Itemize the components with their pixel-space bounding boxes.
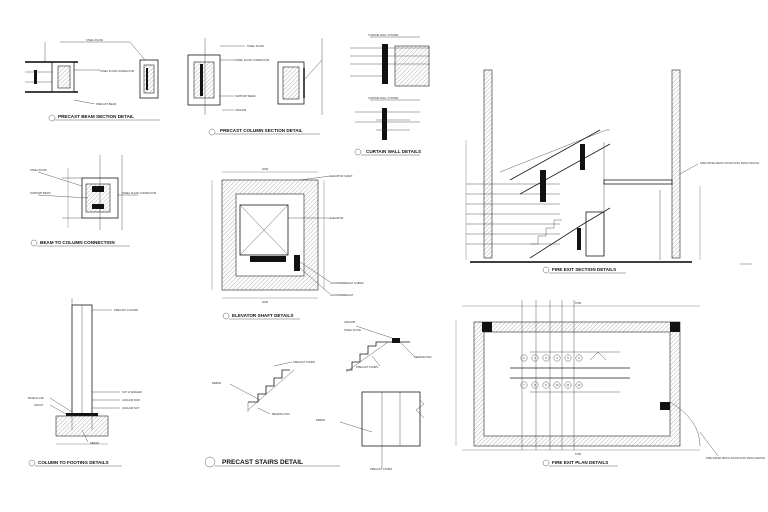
note-stairs-pad: BEARING PAD	[414, 355, 432, 359]
title-fire-exit-plan: FIRE EXIT PLAN DETAILS	[552, 460, 608, 465]
fire-plan-step-numbers: 1 2 3 4 5 6 7 8 9 10 11 12	[520, 354, 583, 389]
step-number: 7	[523, 383, 525, 387]
step-marker: 6	[575, 354, 583, 362]
note-bearing-pad: BEARING PAD	[272, 412, 290, 416]
beam-to-column-connection: STEEL PLATE SUPPORT BEAM STEEL PLATE CON…	[30, 155, 156, 247]
note-elevator-shaft: ELEVATOR SHAFT	[330, 174, 353, 178]
note-b2c-connector: STEEL PLATE CONNECTOR	[122, 191, 156, 195]
dim-elevator-bottom: 2000	[262, 300, 269, 304]
note-anchor-nut: ANCHOR NUT	[122, 406, 140, 410]
note-support-beam: SUPPORT BEAM	[235, 94, 256, 98]
note-precast-stairs-3: PRECAST STAIRS	[370, 467, 392, 471]
title-column-to-footing: COLUMN TO FOOTING DETAILS	[38, 460, 109, 465]
note-column-steel-plate: STEEL PLATE	[247, 44, 264, 48]
step-number: 3	[545, 356, 547, 360]
note-stairs-rebar-2: REBAR	[316, 418, 325, 422]
note-counterweight: COUNTERWEIGHT	[330, 293, 354, 297]
title-beam-to-column: BEAM TO COLUMN CONNECTION	[40, 240, 115, 245]
step-number: 10	[555, 383, 559, 387]
step-number: 4	[556, 356, 558, 360]
note-fire-door-plan: FIRE RATED METAL DOOR WITH PANIC DEVICE	[706, 456, 765, 460]
note-elevator: ELEVATOR	[330, 216, 344, 220]
title-fire-exit-section: FIRE EXIT SECTION DETAILS	[552, 267, 616, 272]
title-curtain-wall: CURTAIN WALL DETAILS	[366, 149, 421, 154]
note-b2c-plate: STEEL PLATE	[30, 168, 47, 172]
note-precast-stairs-1: PRECAST STAIRS	[293, 360, 315, 364]
title-precast-column-section: PRECAST COLUMN SECTION DETAIL	[220, 128, 303, 133]
precast-beam-section-detail: STEEL PLATE STEEL PLATE CONNECTOR PRECAS…	[25, 38, 160, 122]
step-marker: 4	[553, 354, 561, 362]
step-number: 5	[567, 356, 569, 360]
title-precast-stairs: PRECAST STAIRS DETAIL	[222, 459, 303, 466]
step-marker: 9	[542, 381, 550, 389]
step-marker: 5	[564, 354, 572, 362]
step-number: 8	[534, 383, 536, 387]
note-precast-column: PRECAST COLUMN	[114, 308, 138, 312]
note-base-plate: BASE PLATE	[28, 396, 44, 400]
title-elevator-shaft: ELEVATOR SHAFT DETAILS	[232, 313, 293, 318]
note-rebar: REBAR	[90, 441, 99, 445]
note-curtain-top: CURTAIN WALL SYSTEM	[368, 33, 398, 37]
note-precast-beam: PRECAST BEAM	[96, 102, 116, 106]
note-steel-plate: STEEL PLATE	[86, 38, 103, 42]
dim-plan-bottom: 5750	[575, 452, 582, 456]
elevator-shaft-details: 2000 2000 ELEVATOR SHAFT ELEVATOR COUNTE…	[211, 167, 364, 320]
step-marker: 8	[531, 381, 539, 389]
note-steel-plate-connector: STEEL PLATE CONNECTOR	[100, 69, 134, 73]
note-precast-stairs-2: PRECAST STAIRS	[356, 365, 378, 369]
precast-stairs-detail: REBAR PRECAST STAIRS BEARING PAD ANCHOR …	[204, 320, 432, 471]
step-number: 1	[523, 356, 525, 360]
step-number: 2	[534, 356, 536, 360]
step-number: 12	[577, 383, 581, 387]
note-stairs-rebar: REBAR	[212, 381, 221, 385]
note-stairs-plate: STEEL PLATE	[344, 328, 361, 332]
fire-plan-run-lines	[521, 300, 575, 450]
step-number: 6	[578, 356, 580, 360]
step-marker: 12	[575, 381, 583, 389]
fire-exit-plan-details: 5750 5750 1 2 3 4 5 6 7 8	[455, 300, 765, 467]
note-grout: GROUT	[34, 403, 44, 407]
title-precast-beam-section: PRECAST BEAM SECTION DETAIL	[58, 114, 134, 119]
step-marker: 10	[553, 381, 561, 389]
step-marker: 7	[520, 381, 528, 389]
step-marker: 2	[531, 354, 539, 362]
note-b2c-support-beam: SUPPORT BEAM	[30, 191, 51, 195]
note-nut-washer: NUT & WASHER	[122, 390, 142, 394]
note-anchor: ANCHOR	[235, 108, 246, 112]
note-stairs-anchor: ANCHOR	[344, 320, 355, 324]
fire-exit-section-details: FIRE RATED METAL DOOR WITH PANIC DEVICE …	[465, 69, 759, 274]
note-anchor-rod: ANCHOR ROD	[122, 398, 140, 402]
precast-column-section-detail: STEEL PLATE STEEL PLATE CONNECTOR SUPPOR…	[187, 38, 323, 136]
note-column-connector: STEEL PLATE CONNECTOR	[235, 58, 269, 62]
step-marker: 3	[542, 354, 550, 362]
step-marker: 11	[564, 381, 572, 389]
note-counterweight-guides: COUNTERWEIGHT GUIDES	[330, 281, 364, 285]
dim-plan-top: 5750	[575, 301, 582, 305]
step-marker: 1	[520, 354, 528, 362]
column-to-footing-details: PRECAST COLUMN NUT & WASHER ANCHOR ROD A…	[28, 298, 142, 467]
step-number: 11	[567, 383, 570, 387]
dim-elevator-top: 2000	[262, 167, 269, 171]
note-fire-door-section: FIRE RATED METAL DOOR WITH PANIC DEVICE	[700, 161, 759, 165]
note-curtain-bottom: CURTAIN WALL SYSTEM	[368, 96, 398, 100]
curtain-wall-details: CURTAIN WALL SYSTEM CURTAIN WALL SYSTEM …	[350, 33, 430, 156]
step-number: 9	[545, 383, 547, 387]
